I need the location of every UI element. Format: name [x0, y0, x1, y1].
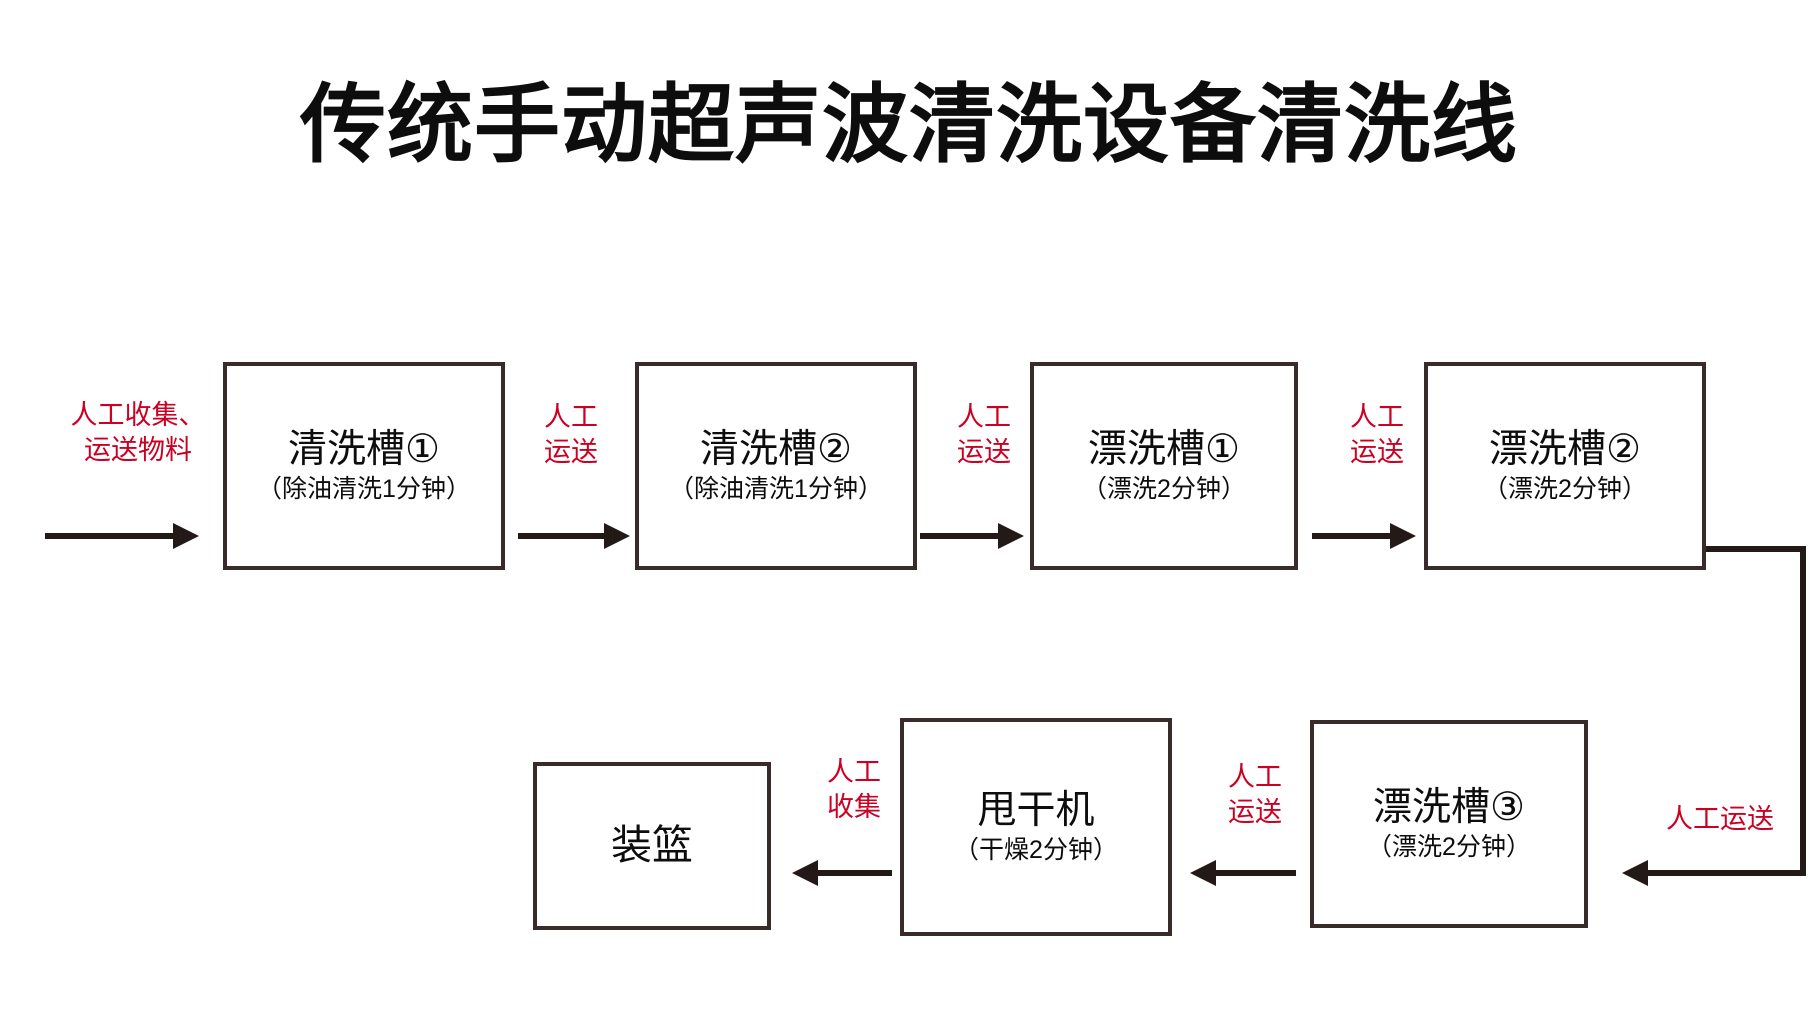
- box-title: 漂洗槽②: [1489, 427, 1641, 471]
- process-box-basket-loading[interactable]: 装篮: [533, 762, 771, 930]
- arrow-2-line: [920, 533, 1000, 539]
- arrow-1-head: [604, 523, 630, 549]
- wrap-connector-head: [1622, 860, 1648, 886]
- box-detail: （漂洗2分钟）: [1082, 475, 1246, 504]
- box-title: 清洗槽①: [288, 427, 440, 471]
- process-box-washing-tank-2[interactable]: 清洗槽② （除油清洗1分钟）: [635, 362, 917, 570]
- annotation-collect: 人工 收集: [800, 755, 908, 824]
- box-detail: （除油清洗1分钟）: [257, 475, 471, 504]
- box-detail: （除油清洗1分钟）: [669, 475, 883, 504]
- box-title: 漂洗槽③: [1373, 785, 1525, 829]
- box-detail: （干燥2分钟）: [954, 836, 1118, 865]
- box-title: 甩干机: [977, 788, 1095, 832]
- arrow-5-head: [792, 860, 818, 886]
- arrow-5-line: [818, 870, 892, 876]
- annotation-transfer-3-line1: 人工: [1350, 402, 1404, 432]
- arrow-intake-line: [45, 533, 175, 539]
- process-box-spin-dryer[interactable]: 甩干机 （干燥2分钟）: [900, 718, 1172, 936]
- box-title: 漂洗槽①: [1088, 427, 1240, 471]
- box-title: 装篮: [611, 822, 693, 869]
- annotation-collect-line1: 人工: [827, 757, 881, 787]
- box-detail: （漂洗2分钟）: [1483, 475, 1647, 504]
- process-box-rinse-tank-2[interactable]: 漂洗槽② （漂洗2分钟）: [1424, 362, 1706, 570]
- process-box-washing-tank-1[interactable]: 清洗槽① （除油清洗1分钟）: [223, 362, 505, 570]
- box-title: 清洗槽②: [700, 427, 852, 471]
- annotation-wrap-transfer: 人工运送: [1630, 802, 1810, 837]
- annotation-transfer-3: 人工 运送: [1318, 400, 1436, 469]
- arrow-1-line: [518, 533, 606, 539]
- arrow-3-head: [1390, 523, 1416, 549]
- annotation-intake: 人工收集、 运送物料: [58, 398, 218, 467]
- arrow-2-head: [998, 523, 1024, 549]
- arrow-intake-head: [173, 523, 199, 549]
- annotation-transfer-4-line2: 运送: [1228, 796, 1282, 827]
- annotation-transfer-1: 人工 运送: [512, 400, 630, 469]
- annotation-intake-line2: 运送物料: [84, 434, 192, 465]
- annotation-transfer-1-line2: 运送: [544, 436, 598, 467]
- annotation-transfer-2-line2: 运送: [957, 436, 1011, 467]
- wrap-connector-bottom: [1648, 870, 1806, 876]
- annotation-transfer-3-line2: 运送: [1350, 436, 1404, 467]
- page-title: 传统手动超声波清洗设备清洗线: [300, 77, 1518, 173]
- box-detail: （漂洗2分钟）: [1367, 833, 1531, 862]
- wrap-connector-top: [1706, 546, 1806, 552]
- annotation-transfer-2-line1: 人工: [957, 402, 1011, 432]
- annotation-transfer-1-line1: 人工: [544, 402, 598, 432]
- annotation-wrap-transfer-line1: 人工运送: [1666, 804, 1774, 834]
- process-box-rinse-tank-3[interactable]: 漂洗槽③ （漂洗2分钟）: [1310, 720, 1588, 928]
- arrow-3-line: [1312, 533, 1392, 539]
- wrap-connector-vertical: [1800, 546, 1806, 876]
- process-box-rinse-tank-1[interactable]: 漂洗槽① （漂洗2分钟）: [1030, 362, 1298, 570]
- annotation-transfer-4-line1: 人工: [1228, 762, 1282, 792]
- arrow-4-head: [1190, 860, 1216, 886]
- annotation-transfer-2: 人工 运送: [925, 400, 1043, 469]
- arrow-4-line: [1216, 870, 1296, 876]
- annotation-intake-line1: 人工收集、: [70, 400, 206, 430]
- annotation-collect-line2: 收集: [827, 791, 881, 822]
- annotation-transfer-4: 人工 运送: [1200, 760, 1310, 829]
